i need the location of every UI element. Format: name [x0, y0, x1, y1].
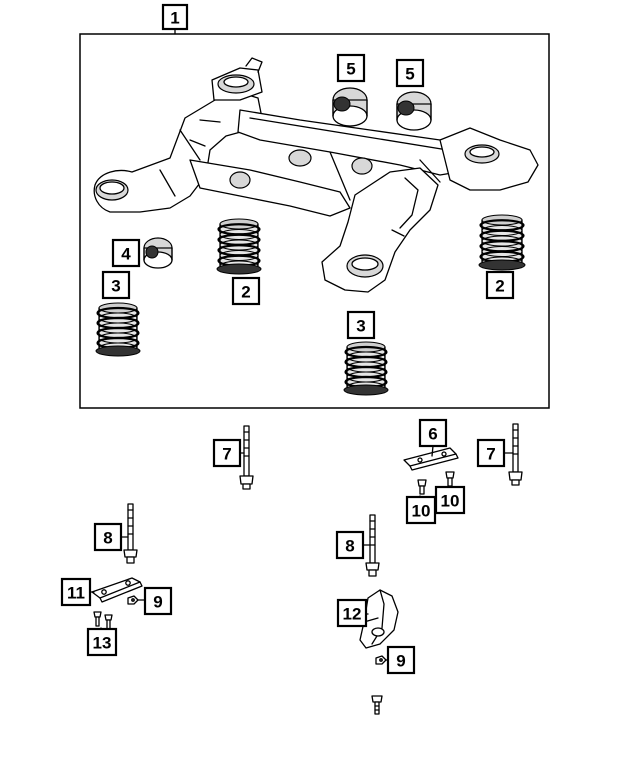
callout-c3b: 3 — [346, 310, 376, 340]
callout-label: 12 — [343, 605, 362, 624]
bolts-13 — [93, 611, 113, 630]
bracket-11 — [91, 577, 143, 603]
callout-label: 4 — [121, 245, 131, 264]
callout-label: 5 — [405, 65, 414, 84]
callout-label: 13 — [93, 634, 112, 653]
isolator-2-right — [478, 214, 526, 271]
callout-label: 10 — [441, 492, 460, 511]
callout-c4: 4 — [111, 238, 141, 268]
callout-label: 10 — [412, 502, 431, 521]
bolt-7-right — [508, 423, 523, 486]
callout-label: 2 — [241, 283, 250, 302]
callout-label: 9 — [396, 652, 405, 671]
callout-c10a: 10 — [405, 495, 437, 525]
callout-c7b: 7 — [476, 438, 506, 468]
callout-box — [346, 310, 376, 340]
callout-box — [418, 418, 448, 448]
callout-label: 5 — [346, 60, 355, 79]
callout-label: 8 — [103, 529, 112, 548]
callout-label: 8 — [345, 537, 354, 556]
bolt-7-left — [239, 425, 254, 490]
callout-c13: 13 — [86, 627, 118, 657]
isolator-group — [95, 214, 526, 396]
callout-c5b: 5 — [395, 58, 425, 88]
bolt-8-right — [365, 514, 380, 577]
bolt-8-left — [123, 503, 138, 564]
callout-box — [336, 598, 368, 628]
callout-c3a: 3 — [101, 270, 131, 300]
callout-c9b: 9 — [386, 645, 416, 675]
callout-c10b: 10 — [434, 485, 466, 515]
assembly-frame — [79, 33, 550, 409]
bushing-5-right — [396, 91, 432, 131]
callout-box — [86, 627, 118, 657]
callout-label: 11 — [67, 584, 85, 603]
callout-box — [405, 495, 437, 525]
bracket-12 — [359, 589, 399, 649]
callout-label: 6 — [428, 425, 437, 444]
callout-label: 7 — [486, 445, 495, 464]
callout-c2b: 2 — [485, 270, 515, 300]
callout-group: 1 5 5 4 2 2 3 3 7 6 7 10 10 8 8 11 9 12 13 9 — [60, 3, 515, 675]
callout-box — [336, 53, 366, 83]
callout-c12: 12 — [336, 598, 368, 628]
bracket-6 — [403, 447, 459, 471]
callout-box — [60, 577, 92, 607]
bolt-bottom — [371, 695, 383, 715]
callout-c9a: 9 — [143, 586, 173, 616]
callout-label: 9 — [153, 593, 162, 612]
callout-box — [101, 270, 131, 300]
callout-c2a: 2 — [231, 276, 261, 306]
callout-box — [212, 438, 242, 468]
callout-box — [476, 438, 506, 468]
callout-c11: 11 — [60, 577, 92, 607]
callout-box — [93, 522, 123, 552]
callout-box — [231, 276, 261, 306]
callout-box — [434, 485, 466, 515]
nut-9-left — [127, 595, 139, 605]
isolator-2-left — [216, 218, 262, 275]
callout-box — [395, 58, 425, 88]
callout-c1: 1 — [161, 3, 189, 31]
callout-label: 3 — [111, 277, 120, 296]
callout-box — [485, 270, 515, 300]
callout-label: 7 — [222, 445, 231, 464]
bolt-10-right — [445, 471, 455, 487]
callout-c8b: 8 — [335, 530, 365, 560]
callout-label: 1 — [170, 9, 179, 28]
callout-c8a: 8 — [93, 522, 123, 552]
callout-box — [111, 238, 141, 268]
isolator-3-left — [95, 302, 141, 357]
callout-c6: 6 — [418, 418, 448, 448]
callout-box — [386, 645, 416, 675]
bushing-4 — [143, 237, 173, 269]
callout-c7a: 7 — [212, 438, 242, 468]
callout-box — [161, 3, 189, 31]
callout-box — [143, 586, 173, 616]
callout-box — [335, 530, 365, 560]
callout-label: 2 — [495, 277, 504, 296]
bushing-5-left — [332, 87, 368, 127]
bolt-10-left — [417, 479, 427, 495]
isolator-3-right — [343, 341, 389, 396]
crossmember-illustration — [93, 57, 539, 293]
nut-9-right — [375, 655, 387, 665]
callout-label: 3 — [356, 317, 365, 336]
callout-c5a: 5 — [336, 53, 366, 83]
